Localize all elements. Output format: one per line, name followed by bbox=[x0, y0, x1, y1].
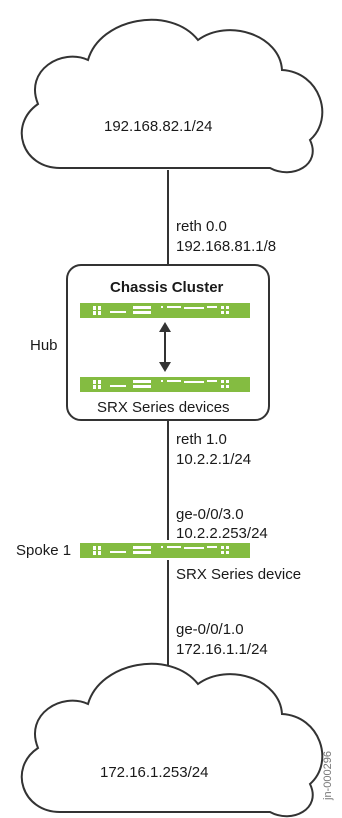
srx-device-hub-2 bbox=[80, 377, 250, 392]
bottom-cloud-shape bbox=[20, 662, 324, 818]
spoke-device-caption: SRX Series device bbox=[176, 566, 302, 583]
spoke-downlink-interface: ge-0/0/1.0 bbox=[176, 621, 244, 638]
spoke-uplink-address: 10.2.2.253/24 bbox=[176, 525, 268, 542]
bottom-cloud-label: 172.16.1.253/24 bbox=[100, 764, 209, 781]
spoke-side-label: Spoke 1 bbox=[16, 542, 72, 559]
failover-arrow bbox=[159, 322, 171, 372]
hub-downlink-address: 10.2.2.1/24 bbox=[176, 451, 252, 468]
spoke-downlink-address: 172.16.1.1/24 bbox=[176, 641, 268, 658]
top-cloud-shape bbox=[20, 18, 324, 174]
figure-id: jn-000296 bbox=[322, 751, 334, 800]
srx-device-spoke bbox=[80, 543, 250, 558]
chassis-cluster-title: Chassis Cluster bbox=[110, 279, 224, 296]
spoke-uplink-interface: ge-0/0/3.0 bbox=[176, 506, 244, 523]
hub-side-label: Hub bbox=[30, 337, 58, 354]
hub-downlink-interface: reth 1.0 bbox=[176, 431, 227, 448]
srx-device-hub-1 bbox=[80, 303, 250, 318]
top-cloud-label: 192.168.82.1/24 bbox=[104, 118, 213, 135]
hub-uplink-address: 192.168.81.1/8 bbox=[176, 238, 277, 255]
hub-uplink-interface: reth 0.0 bbox=[176, 218, 227, 235]
hub-devices-caption: SRX Series devices bbox=[97, 399, 230, 416]
